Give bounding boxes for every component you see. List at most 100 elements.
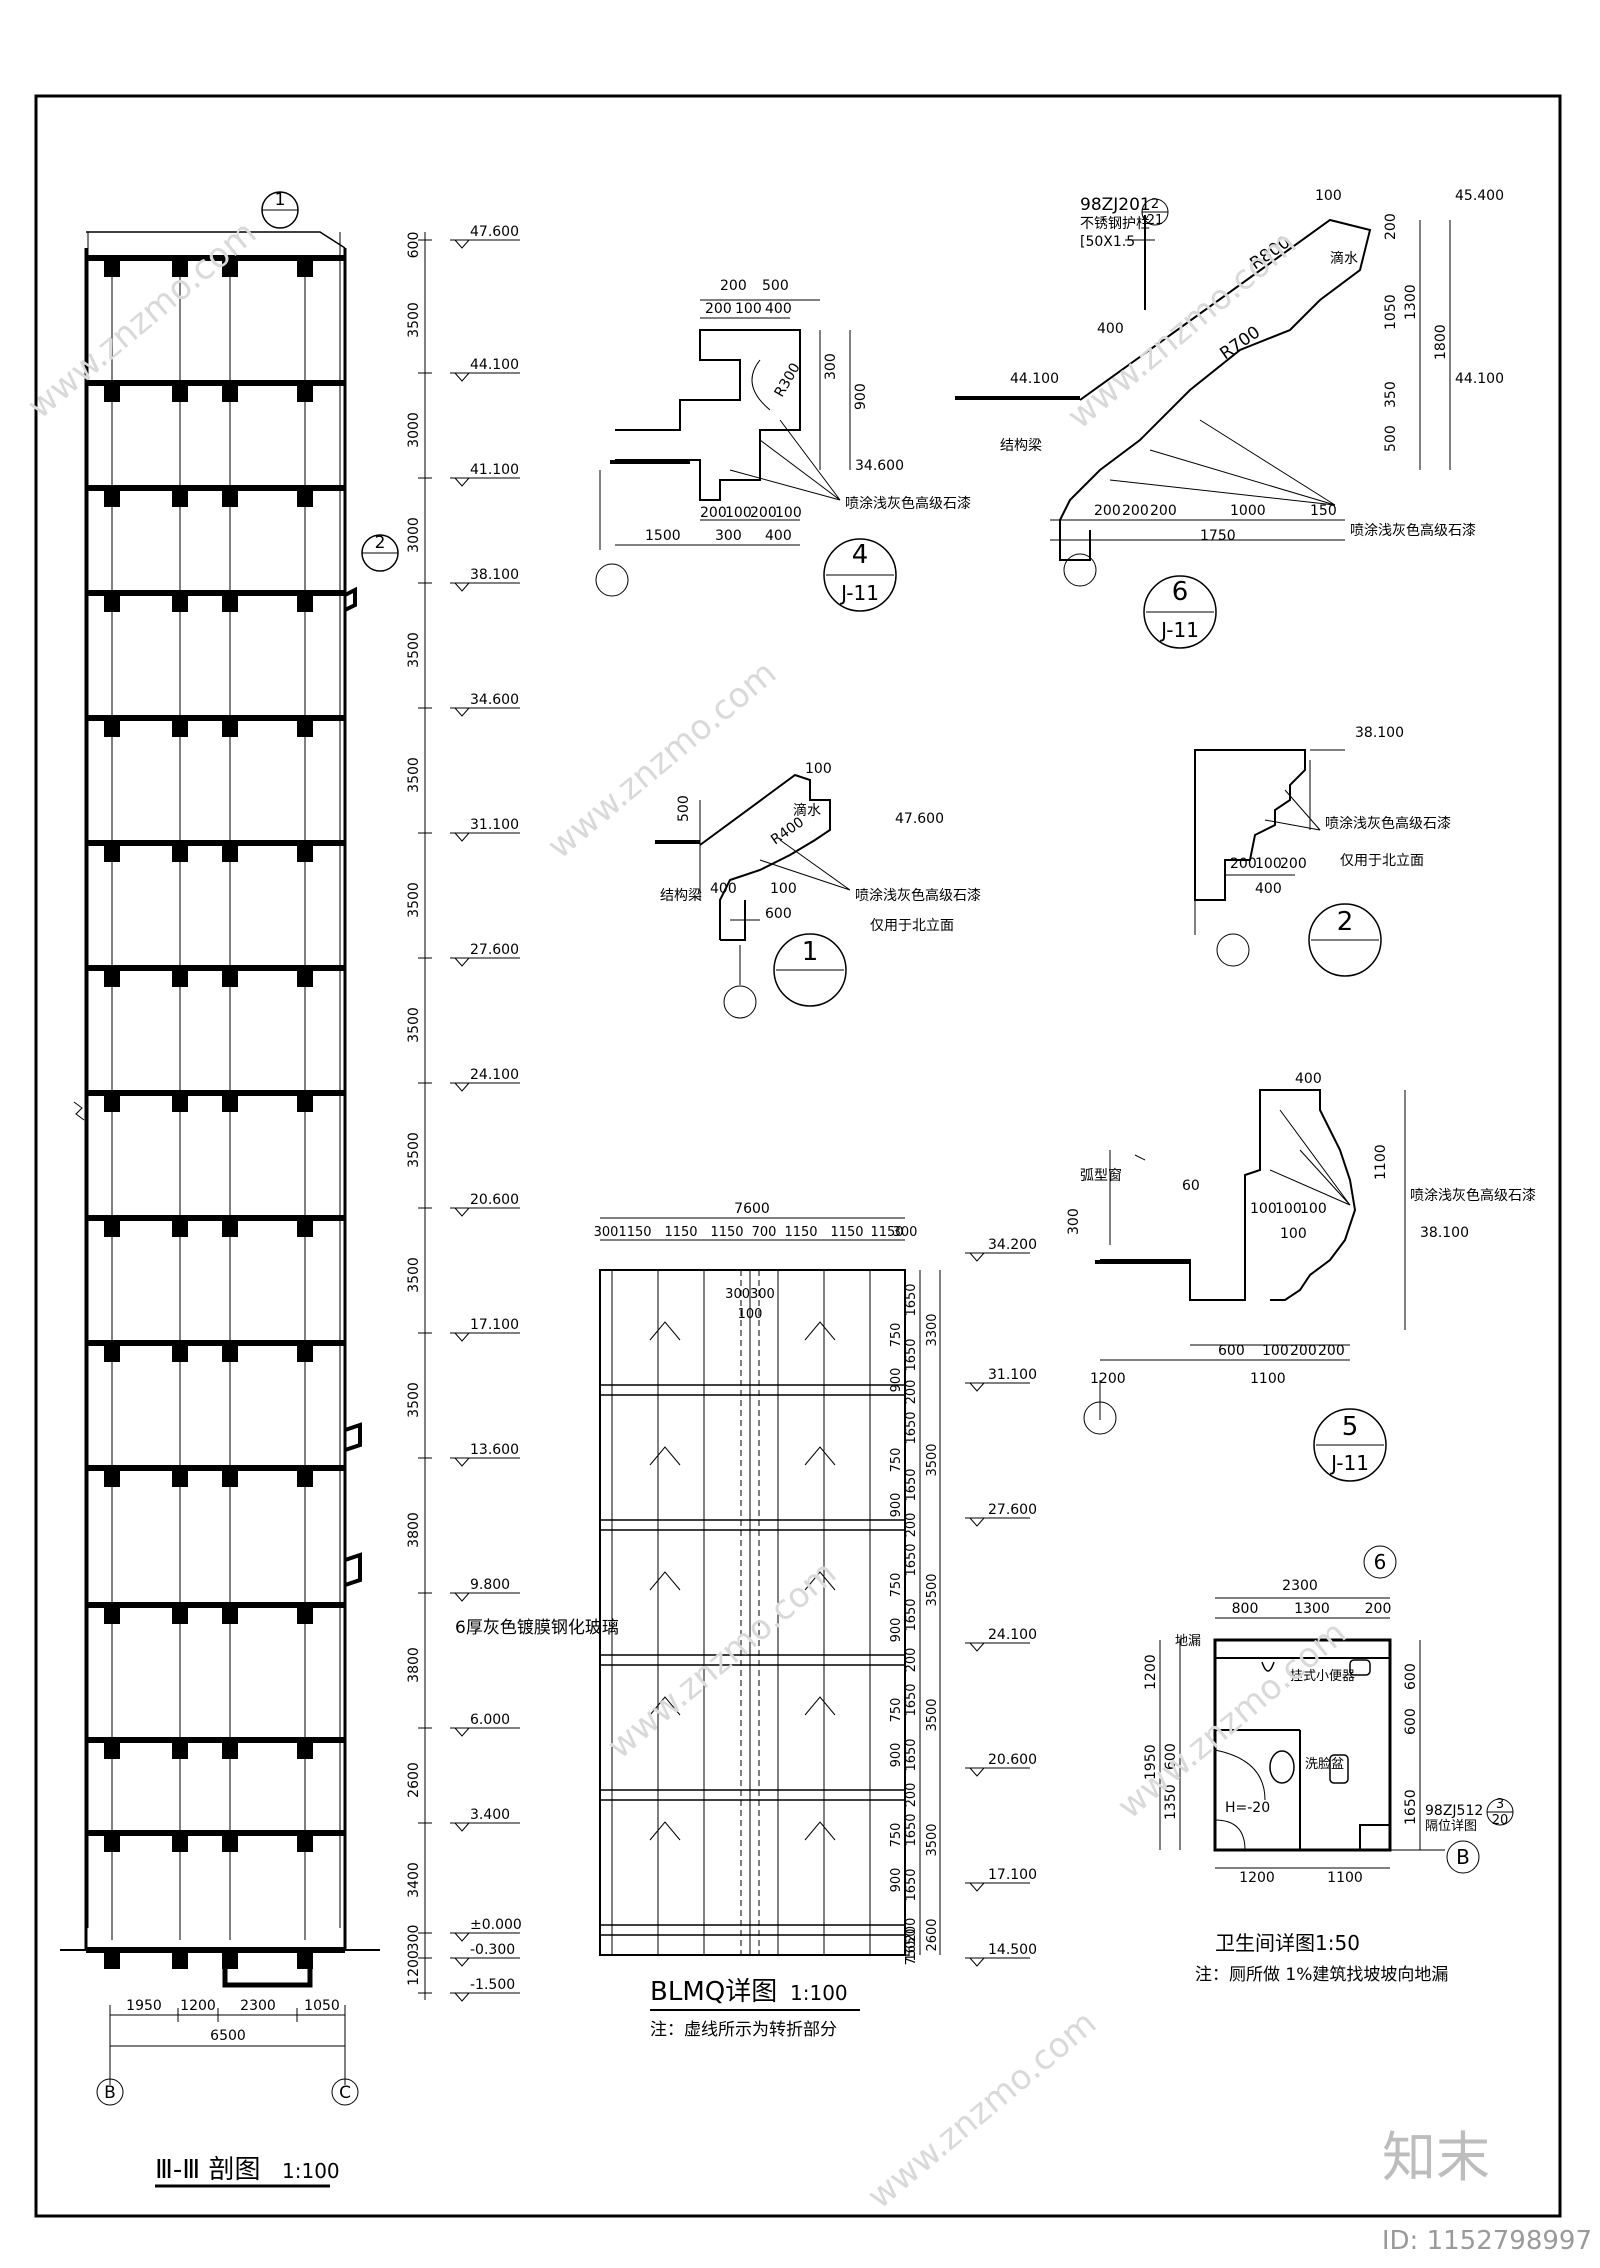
detail5-callout-circle [1313, 1408, 1387, 1482]
detail4-dim-top-2: 500 [762, 278, 789, 294]
level-triangle [454, 1457, 470, 1467]
level-triangle [454, 1332, 470, 1342]
curtain-top-dim: 1150 [784, 1225, 817, 1240]
level-triangle [454, 477, 470, 487]
beam [172, 380, 188, 402]
window-open-mark [649, 1571, 681, 1591]
detail6-level-mid: 44.100 [1455, 371, 1504, 387]
curtain-right-dim: 200 [904, 1380, 919, 1405]
detail2-dim-400: 400 [1255, 881, 1282, 897]
beam [104, 1830, 120, 1852]
bath-floor-drain: 地漏 [1175, 1633, 1201, 1649]
detail6-drip: 滴水 [1330, 250, 1358, 267]
beam [172, 1602, 188, 1624]
bath-ref-note: 隔位详图 [1425, 1819, 1477, 1834]
curtain-top-dim: 1150 [618, 1225, 651, 1240]
detail4-number: 4 [852, 540, 869, 570]
detail5-bottom-1: 600 [1218, 1343, 1245, 1359]
beam [104, 965, 120, 987]
section-title: Ⅲ-Ⅲ 剖图 [155, 2155, 261, 2185]
detail5-mid-3: 100 [1300, 1201, 1327, 1217]
beam [172, 590, 188, 612]
curtain-small-dim: 750 [889, 1323, 904, 1348]
section-level: 38.100 [470, 567, 519, 583]
detail2-dim-3: 200 [1280, 856, 1307, 872]
detail6-right-6: 1800 [1433, 324, 1449, 360]
beam [104, 590, 120, 612]
storey-height: 3500 [406, 1007, 422, 1043]
detail-4-drawing [599, 299, 851, 550]
bath-right-2: 600 [1403, 1708, 1419, 1735]
curtain-small-dim: 750 [889, 1448, 904, 1473]
beam [172, 1737, 188, 1759]
curtain-right-dim: 200 [904, 1648, 919, 1673]
beam [297, 1090, 313, 1112]
curtain-level-triangle [969, 1957, 985, 1967]
curtain-right-dim: 200 [904, 1513, 919, 1538]
section-level: 6.000 [470, 1712, 510, 1728]
bath-total: 2300 [1282, 1578, 1318, 1594]
detail4-sheet: J-11 [839, 581, 879, 605]
curtain-top-dim: 1150 [710, 1225, 743, 1240]
detail-5-drawing [1095, 1089, 1406, 1420]
beam [222, 1602, 238, 1624]
section-storey-dims: 6003500300030003500350035003500350035003… [406, 232, 432, 1994]
detail5-base-2: 1100 [1250, 1371, 1286, 1387]
section-level: 34.600 [470, 692, 519, 708]
curtain-right-dim: 1650 [904, 1411, 919, 1444]
beam [222, 380, 238, 402]
beam [297, 1602, 313, 1624]
detail6-beam: 结构梁 [1000, 438, 1042, 454]
bath-title: 卫生间详图 [1215, 1931, 1315, 1955]
curtain-top-dim: 1150 [830, 1225, 863, 1240]
curtain-level: 17.100 [988, 1867, 1037, 1883]
curtain-level-triangle [969, 1642, 985, 1652]
window-open-mark [804, 1821, 836, 1841]
curtain-scale: 1:100 [790, 1981, 848, 2005]
curtain-small-dim: 900 [889, 1368, 904, 1393]
curtain-group-dim: 3500 [925, 1698, 940, 1731]
section-level-marks: 47.60044.10041.10038.10034.60031.10027.6… [450, 224, 522, 2002]
detail6-level-left: 44.100 [1010, 371, 1059, 387]
storey-height: 3400 [406, 1862, 422, 1898]
bath-bottom-1: 1200 [1239, 1870, 1275, 1886]
curtain-right-dim: 750 [904, 1941, 919, 1966]
curtain-top-dim: 300 [594, 1225, 619, 1240]
bath-axis-top: 6 [1374, 1550, 1387, 1574]
detail1-beam: 结构梁 [660, 888, 702, 904]
section-level: 31.100 [470, 817, 519, 833]
curtain-level: 20.600 [988, 1752, 1037, 1768]
detail5-base-1: 1200 [1090, 1371, 1126, 1387]
storey-height: 3800 [406, 1647, 422, 1683]
bathroom-drawing [1159, 1597, 1445, 1869]
detail6-right-5: 1300 [1403, 284, 1419, 320]
detail1-callout-circle [773, 933, 847, 1007]
detail4-radius: R300 [772, 360, 804, 400]
window-open-mark [804, 1696, 836, 1716]
curtain-small-dim: 900 [889, 1493, 904, 1518]
bath-axis-right: B [1456, 1845, 1470, 1869]
detail1-level: 47.600 [895, 811, 944, 827]
detail5-note: 喷涂浅灰色高级石漆 [1410, 1187, 1536, 1204]
section-bottom-dimension-lines [109, 2005, 346, 2085]
curtain-wall-grid [599, 1217, 941, 1956]
section-scale: 1:100 [282, 2159, 340, 2183]
beam [172, 840, 188, 862]
storey-height: 3000 [406, 517, 422, 553]
beam [222, 1215, 238, 1237]
storey-height: 3500 [406, 882, 422, 918]
storey-height: 3500 [406, 1382, 422, 1418]
detail2-number: 2 [1337, 907, 1354, 937]
bath-ref-b: 20 [1492, 1813, 1509, 1828]
detail6-bottom-4: 1000 [1230, 503, 1266, 519]
beam [222, 715, 238, 737]
curtain-small-dim: 750 [889, 1573, 904, 1598]
curtain-right-dim: 1650 [904, 1338, 919, 1371]
detail5-side-1100: 1100 [1373, 1144, 1389, 1180]
beam [172, 255, 188, 277]
detail4-note: 喷涂浅灰色高级石漆 [845, 495, 971, 512]
detail4-bottom-3: 200 [750, 505, 777, 521]
curtain-level-triangle [969, 1252, 985, 1262]
storey-height: 3800 [406, 1512, 422, 1548]
